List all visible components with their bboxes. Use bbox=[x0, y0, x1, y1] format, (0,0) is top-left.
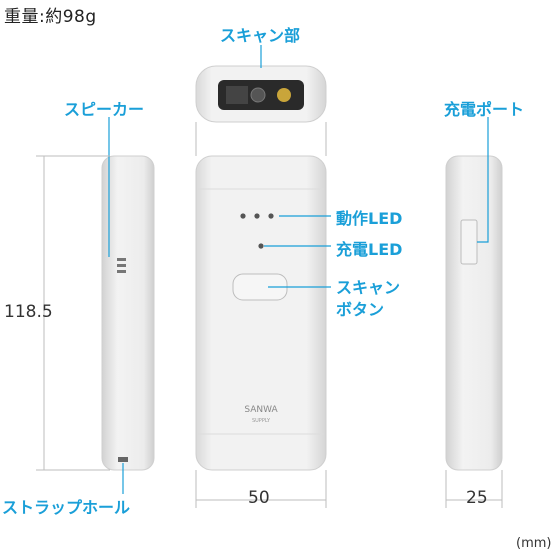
depth-dimension-label: 25 bbox=[466, 488, 488, 508]
front-view bbox=[195, 155, 327, 471]
scan-part-label: スキャン部 bbox=[220, 26, 301, 45]
strap-hole-label: ストラップホール bbox=[2, 498, 131, 517]
scan-button-label-line1: スキャン bbox=[336, 278, 401, 297]
width-dimension-label: 50 bbox=[248, 488, 270, 508]
brand-logo-line1: SANWA bbox=[244, 405, 278, 415]
operation-led-dot bbox=[240, 213, 246, 219]
weight-label: 重量:約98g bbox=[4, 7, 97, 27]
speaker-label: スピーカー bbox=[64, 100, 145, 119]
operation-led-dot bbox=[268, 213, 274, 219]
operation-led-label: 動作LED bbox=[336, 209, 403, 228]
scan-lens bbox=[250, 87, 266, 103]
strap-hole bbox=[118, 457, 128, 462]
dimension-lines bbox=[36, 122, 503, 508]
unit-label: (mm) bbox=[516, 536, 552, 551]
left-side-view bbox=[101, 155, 155, 471]
callout-lines bbox=[108, 45, 489, 494]
top-view bbox=[195, 65, 327, 123]
speaker-hole bbox=[117, 270, 126, 273]
left-side-body bbox=[101, 155, 155, 471]
charge-led-dot bbox=[258, 243, 264, 249]
speaker-hole bbox=[117, 264, 126, 267]
front-body bbox=[195, 155, 327, 471]
operation-led-dot bbox=[254, 213, 260, 219]
scan-button-label-line2: ボタン bbox=[336, 300, 385, 319]
charge-port-label: 充電ポート bbox=[444, 100, 525, 119]
charge-port-cover bbox=[460, 219, 478, 265]
scan-light bbox=[277, 88, 291, 102]
charge-led-label: 充電LED bbox=[336, 240, 403, 259]
right-side-body bbox=[445, 155, 503, 471]
charge-port-leader bbox=[477, 117, 489, 243]
brand-logo-line2: SUPPLY bbox=[252, 418, 271, 424]
speaker-hole bbox=[117, 258, 126, 261]
height-dimension-label: 118.5 bbox=[4, 302, 53, 322]
scan-sensor bbox=[226, 86, 248, 104]
right-side-view bbox=[445, 155, 503, 471]
